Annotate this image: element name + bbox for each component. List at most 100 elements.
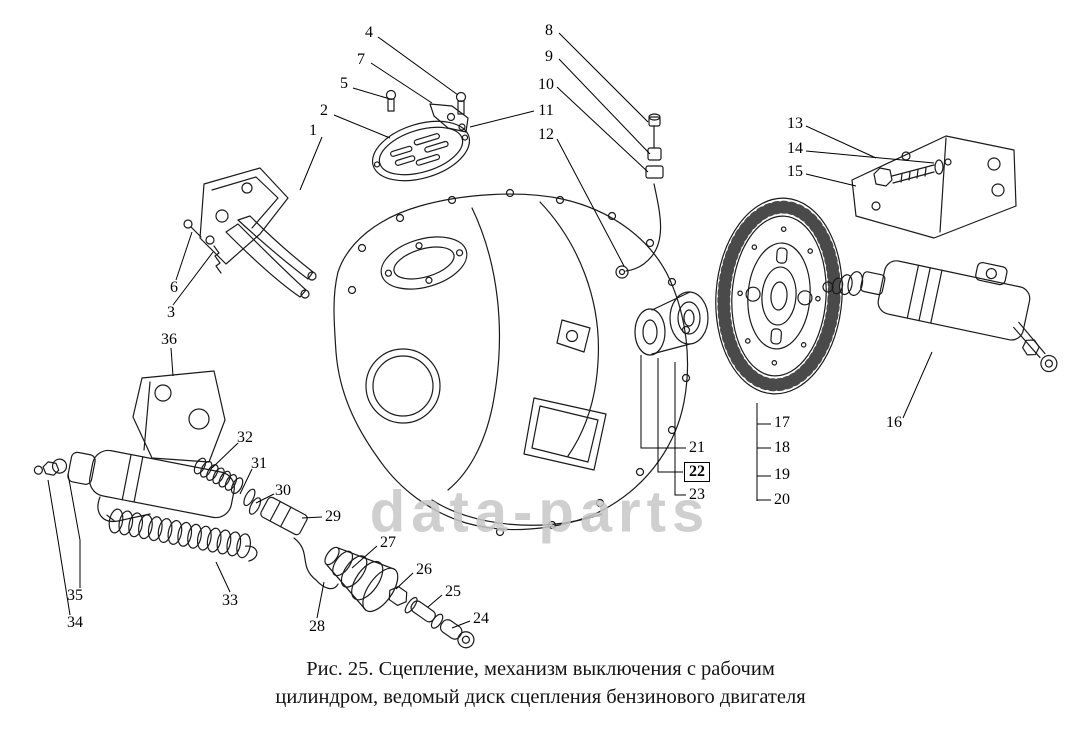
callout-20: 20: [774, 491, 790, 508]
leader-30: [255, 493, 275, 504]
leader-4: [377, 36, 459, 96]
housing-pocket: [523, 397, 607, 471]
callout-29: 29: [325, 508, 341, 525]
retaining-wire: [293, 537, 339, 590]
hook-bracket: [97, 496, 151, 523]
inlet-fittings: [33, 458, 68, 476]
callout-22: 22: [684, 462, 710, 482]
leader-6: [175, 231, 193, 281]
callout-23: 23: [689, 486, 705, 503]
housing-lug: [556, 319, 591, 353]
housing-rib-2: [539, 201, 600, 457]
callout-19: 19: [774, 466, 790, 483]
leader-2: [333, 114, 391, 139]
master-cylinder-body: [33, 449, 235, 519]
callout-21: 21: [689, 439, 705, 456]
piston-spring: [193, 457, 244, 495]
clutch-disc: [715, 197, 843, 395]
callout-30: 30: [275, 482, 291, 499]
callout-35: 35: [67, 587, 83, 604]
leader-21: [640, 355, 686, 449]
callout-3: 3: [167, 304, 175, 321]
cover-bolt-left: [385, 89, 397, 112]
leader-27: [351, 545, 378, 569]
piston: [260, 496, 308, 536]
release-coupling: [634, 308, 666, 356]
housing-bore: [365, 348, 441, 424]
callout-34: 34: [67, 614, 83, 631]
figure-caption: Рис. 25. Сцепление, механизм выключения …: [0, 655, 1081, 711]
leader-15: [805, 173, 857, 187]
callout-14: 14: [787, 140, 803, 157]
piston-cups: [243, 488, 262, 515]
inspection-cover-plate: [371, 120, 471, 182]
callout-26: 26: [416, 561, 432, 578]
caption-line-2: цилиндром, ведомый диск сцепления бензин…: [275, 686, 806, 708]
leader-34: [47, 479, 71, 616]
callout-17: 17: [774, 414, 790, 431]
callout-15: 15: [787, 163, 803, 180]
protective-boot: [324, 546, 399, 613]
fork-bolt: [183, 219, 202, 238]
clutch-housing: [333, 188, 691, 537]
pushrod-ball: [1013, 321, 1058, 373]
callout-27: 27: [380, 534, 396, 551]
hydraulic-hose: [615, 113, 664, 279]
leader-8: [558, 32, 649, 123]
leader-7: [370, 62, 433, 104]
leader-24: [451, 620, 471, 629]
callout-4: 4: [365, 24, 373, 41]
callout-18: 18: [774, 439, 790, 456]
callout-13: 13: [787, 115, 803, 132]
callout-25: 25: [445, 583, 461, 600]
callout-10: 10: [538, 76, 554, 93]
pushrod-end: [410, 600, 444, 629]
housing-bottom-lip: [431, 499, 603, 526]
release-bearing: [651, 291, 709, 355]
callout-8: 8: [545, 22, 553, 39]
callout-28: 28: [309, 618, 325, 635]
callout-11: 11: [538, 102, 554, 119]
leader-33: [215, 561, 231, 593]
leader-29: [301, 516, 323, 519]
leader-32: [211, 442, 239, 469]
leader-5: [352, 87, 391, 100]
callout-12: 12: [538, 126, 554, 143]
leader-26: [395, 572, 414, 590]
leader-31: [239, 468, 253, 495]
callout-9: 9: [545, 48, 553, 65]
leader-17-20: [756, 403, 771, 501]
leader-25: [427, 594, 443, 608]
leader-16: [902, 351, 933, 419]
leader-23: [674, 362, 686, 496]
housing-inspection-opening: [380, 236, 468, 290]
fork-spring: [213, 245, 222, 274]
callout-6: 6: [170, 279, 178, 296]
callout-24: 24: [473, 610, 489, 627]
housing-rib: [447, 207, 501, 491]
leader-12: [556, 138, 625, 267]
leader-11: [469, 110, 535, 128]
slave-cylinder: [822, 260, 1058, 373]
mounting-bracket-right: [851, 135, 1017, 239]
callout-1: 1: [309, 122, 317, 139]
callout-31: 31: [251, 455, 267, 472]
callout-32: 32: [237, 429, 253, 446]
leader-14: [805, 150, 935, 164]
callout-36: 36: [161, 331, 177, 348]
pushrod-clevis: [439, 619, 475, 649]
callout-16: 16: [886, 414, 902, 431]
callout-5: 5: [340, 75, 348, 92]
leader-9: [558, 58, 651, 155]
leader-10: [556, 86, 649, 173]
leader-13: [805, 125, 877, 159]
caption-line-1: Рис. 25. Сцепление, механизм выключения …: [306, 658, 775, 680]
callout-2: 2: [320, 102, 328, 119]
callout-33: 33: [222, 592, 238, 609]
mounting-bolt: [873, 158, 952, 187]
return-spring: [106, 508, 258, 562]
leader-36: [170, 347, 174, 377]
